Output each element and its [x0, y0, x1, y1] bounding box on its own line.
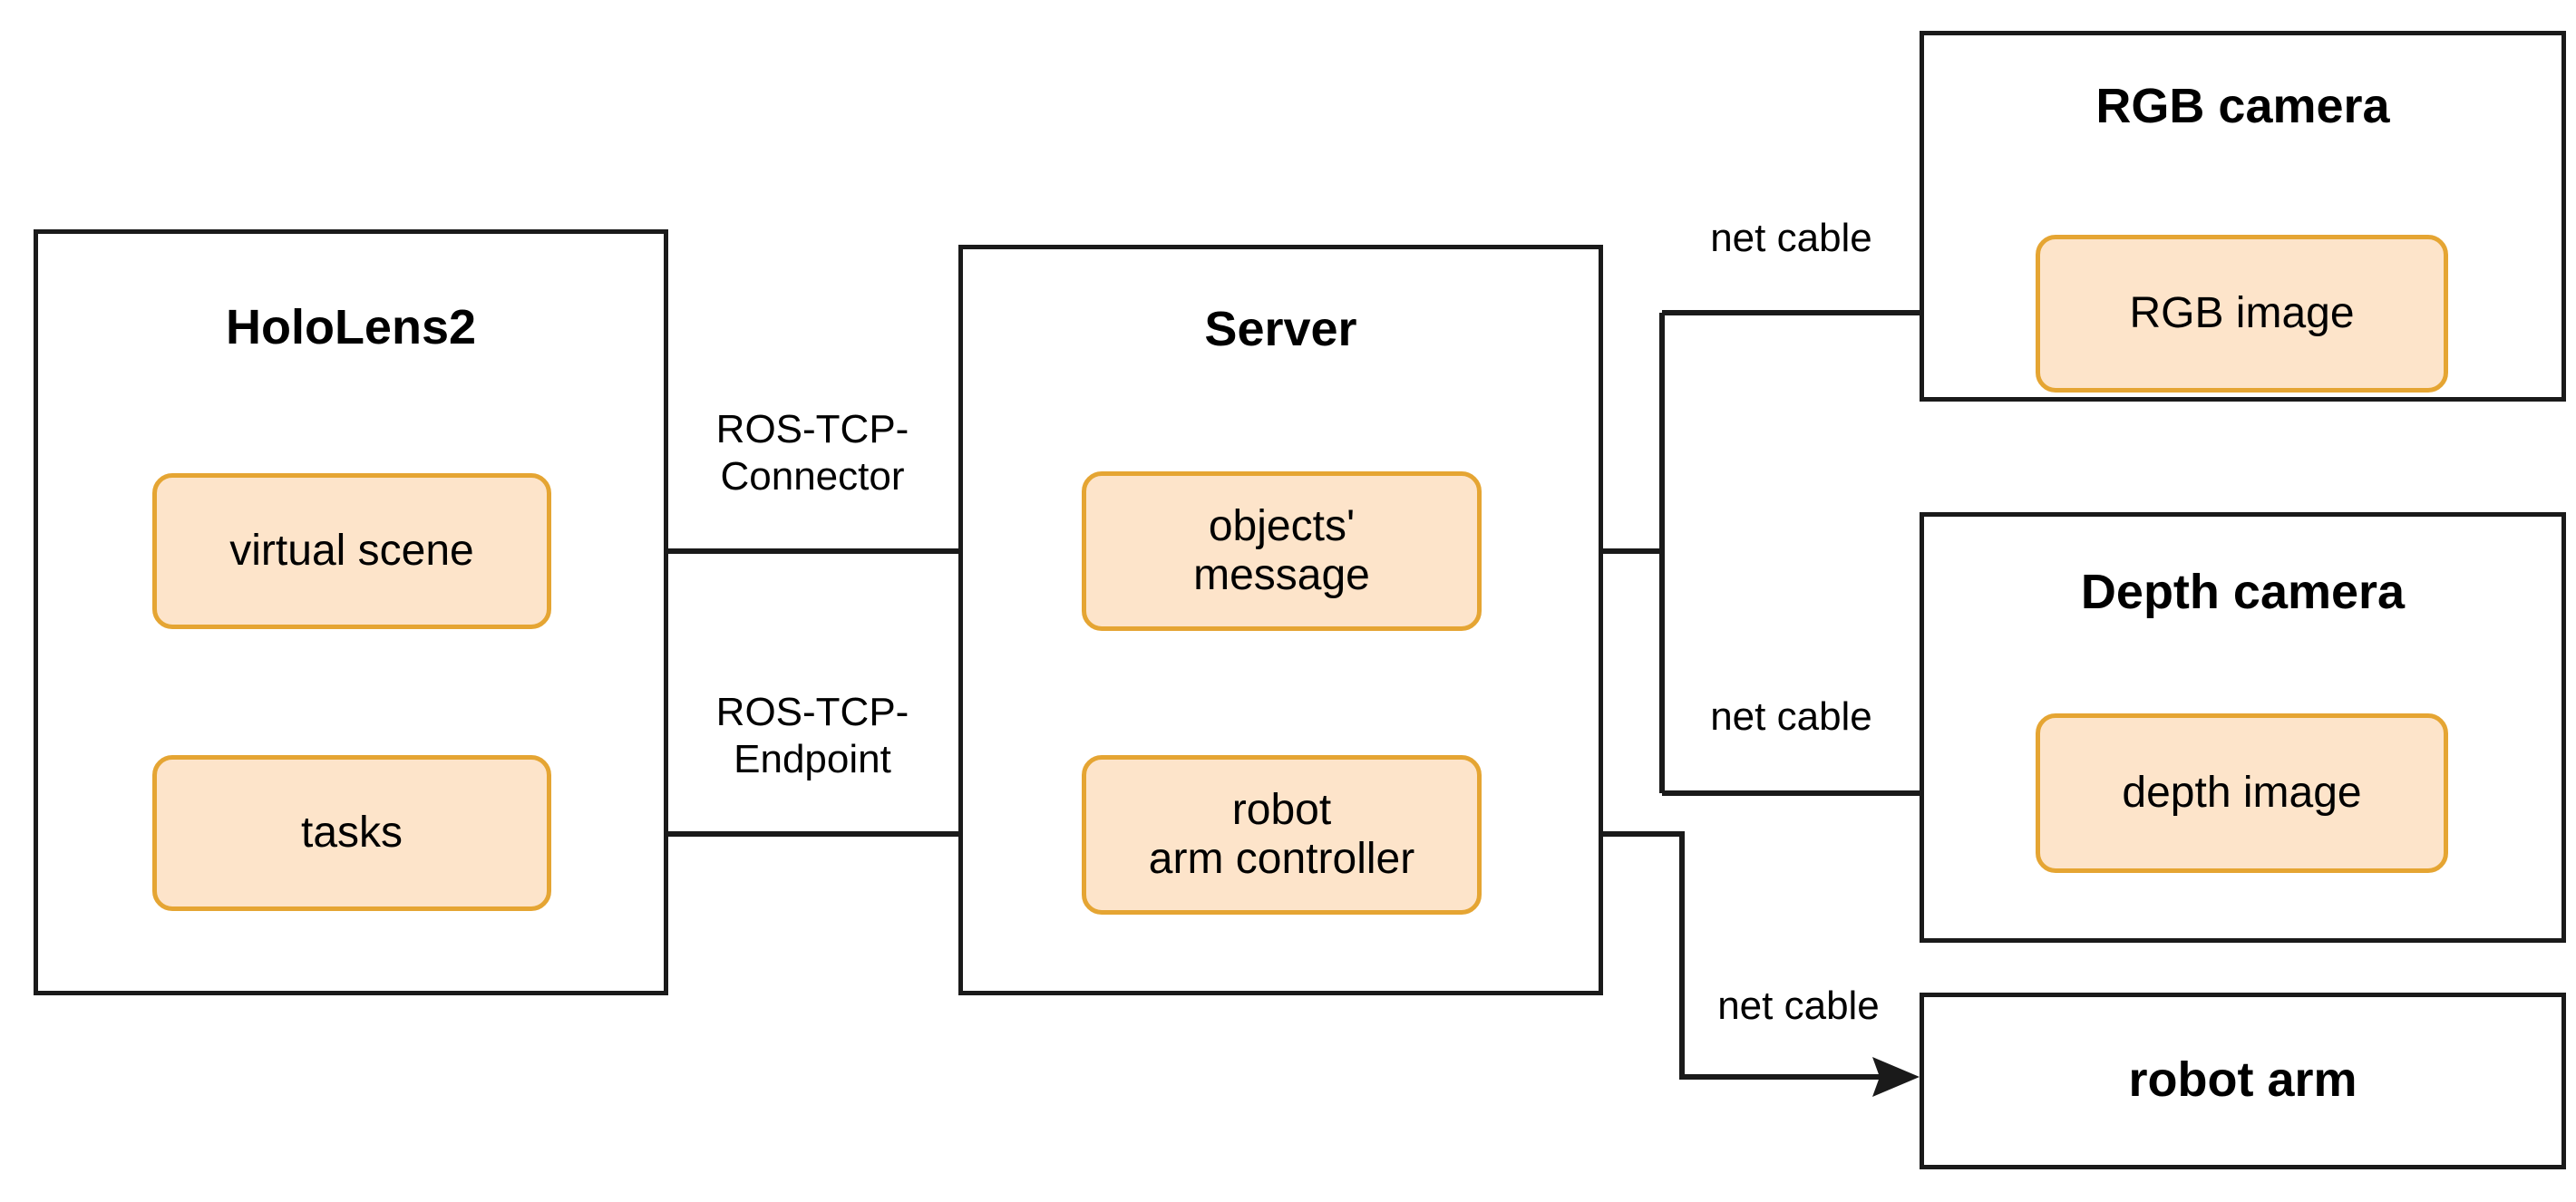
container-title-depth-camera: Depth camera: [2080, 565, 2406, 619]
container-title-rgb-camera: RGB camera: [2095, 79, 2390, 133]
edge-label-net-cable-rgb: net cable: [1710, 216, 1872, 260]
edge-label-net-cable-depth: net cable: [1710, 694, 1872, 739]
container-title-server: Server: [1204, 302, 1357, 356]
edge-label-ros-tcp-endpoint: ROS-TCP- Endpoint: [715, 690, 909, 781]
edge-label-ros-tcp-connector: ROS-TCP- Connector: [715, 407, 909, 499]
node-virtual-scene[interactable]: virtual scene: [152, 473, 551, 629]
arrowhead-robot-arm: [1872, 1057, 1920, 1097]
edge-label-net-cable-robot: net cable: [1717, 984, 1880, 1028]
node-robot-arm-controller[interactable]: robot arm controller: [1082, 755, 1482, 915]
container-title-hololens2: HoloLens2: [225, 300, 477, 354]
container-robot-arm[interactable]: robot arm: [1920, 993, 2566, 1169]
node-depth-image[interactable]: depth image: [2036, 713, 2448, 873]
node-tasks[interactable]: tasks: [152, 755, 551, 911]
node-rgb-image[interactable]: RGB image: [2036, 235, 2448, 393]
node-objects-message[interactable]: objects' message: [1082, 471, 1482, 631]
container-title-robot-arm: robot arm: [2128, 1052, 2357, 1107]
